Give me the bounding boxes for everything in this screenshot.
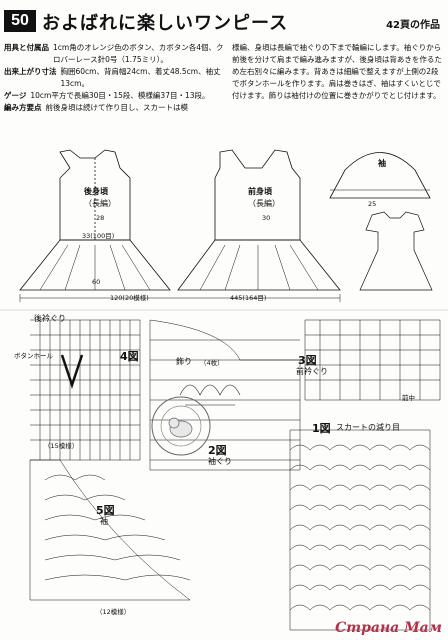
materials-block: 用具と付属品 1cm角のオレンジ色のボタン、カボタン各4個、クロバーレース針0号… bbox=[4, 42, 226, 114]
pattern-12-label: （12模様） bbox=[96, 608, 131, 616]
fig2-label: 2図 bbox=[208, 444, 227, 457]
page-title: およばれに楽しいワンピース bbox=[42, 13, 289, 34]
pattern-15-label: （15模様） bbox=[44, 442, 79, 450]
fig1-label: 1図 bbox=[312, 422, 331, 435]
info-key: ゲージ bbox=[4, 91, 27, 100]
decoration-label: 飾り bbox=[176, 357, 192, 366]
measure-sleeve: 25 bbox=[368, 200, 377, 208]
measure-28: 28 bbox=[96, 214, 105, 222]
info-key: 編み方要点 bbox=[4, 103, 42, 112]
measure-waist: 120(20模様) bbox=[110, 294, 149, 302]
info-value: 胸囲60cm、背肩幅24cm、着丈48.5cm、袖丈13cm。 bbox=[60, 67, 221, 88]
front-bodice-label: 前身頃 bbox=[248, 187, 272, 196]
pattern-number: 50 bbox=[4, 10, 36, 32]
back-skirt-outline bbox=[19, 239, 171, 291]
front-bodice-sub: （長編） bbox=[248, 199, 280, 208]
info-row-size: 出来上がり寸法 胸囲60cm、背肩幅24cm、着丈48.5cm、袖丈13cm。 bbox=[4, 66, 226, 90]
decoration-count: （4枚） bbox=[200, 359, 224, 367]
measure-30: 30 bbox=[262, 214, 271, 222]
measure-bottom: 445(164目) bbox=[230, 294, 267, 302]
fig4-chart bbox=[30, 319, 141, 461]
info-row-gauge: ゲージ 10cm平方で長編30目・15段、模様編37目・13段。 bbox=[4, 90, 226, 102]
measure-33: 33(100目) bbox=[82, 232, 115, 240]
fig1-chart bbox=[289, 429, 431, 631]
fig3-label: 3図 bbox=[298, 354, 317, 367]
fig3-chart bbox=[304, 319, 441, 401]
info-value: 1cm角のオレンジ色のボタン、カボタン各4個、クロバーレース針0号（1.75ミリ… bbox=[53, 43, 224, 64]
fig5-label: 5図 bbox=[96, 504, 115, 517]
front-bodice-outline bbox=[214, 149, 301, 241]
hands-house-logo bbox=[151, 396, 211, 456]
page-reference: 42頁の作品 bbox=[386, 20, 440, 31]
armhole-label: 袖ぐり bbox=[208, 457, 232, 466]
info-key: 出来上がり寸法 bbox=[4, 67, 57, 76]
site-watermark: Страна Мам bbox=[335, 620, 442, 636]
fig5-chart bbox=[29, 459, 191, 601]
dress-sketch bbox=[359, 211, 433, 291]
decoration-motif bbox=[179, 384, 241, 406]
back-bodice-outline bbox=[59, 149, 131, 241]
front-mid-label: 前中 bbox=[402, 394, 415, 402]
back-bodice-sub: （長編） bbox=[84, 199, 116, 208]
back-bodice-label: 後身頃 bbox=[84, 187, 108, 196]
back-neck-label: 後衿ぐり bbox=[34, 314, 66, 323]
sleeve-label: 袖 bbox=[378, 159, 386, 168]
fig4-label: 4図 bbox=[120, 350, 139, 363]
measure-60: 60 bbox=[92, 278, 101, 286]
info-key: 用具と付属品 bbox=[4, 43, 49, 52]
back-skirt-lines bbox=[39, 244, 151, 291]
info-row-method: 編み方要点 前後身頃は続けて作り目し、スカートは模 bbox=[4, 102, 226, 114]
button-hole-label: ボタンホール bbox=[14, 352, 53, 360]
front-skirt-outline bbox=[177, 239, 341, 291]
method-continued: 様編、身頃は長編で袖ぐりの下まで輪編にします。袖ぐりから前後を分けて肩まで編み進… bbox=[232, 43, 442, 100]
skirt-increase-label: スカートの減り目 bbox=[336, 423, 400, 432]
info-value: 前後身頃は続けて作り目し、スカートは模 bbox=[45, 103, 189, 112]
front-skirt-lines bbox=[199, 244, 319, 291]
info-row-tools: 用具と付属品 1cm角のオレンジ色のボタン、カボタン各4個、クロバーレース針0号… bbox=[4, 42, 226, 66]
info-value: 10cm平方で長編30目・15段、模様編37目・13段。 bbox=[30, 91, 210, 100]
sleeve-outline bbox=[329, 152, 431, 199]
sleeve-small-label: 袖 bbox=[100, 517, 108, 526]
front-neck-label: 前衿ぐり bbox=[296, 367, 328, 376]
